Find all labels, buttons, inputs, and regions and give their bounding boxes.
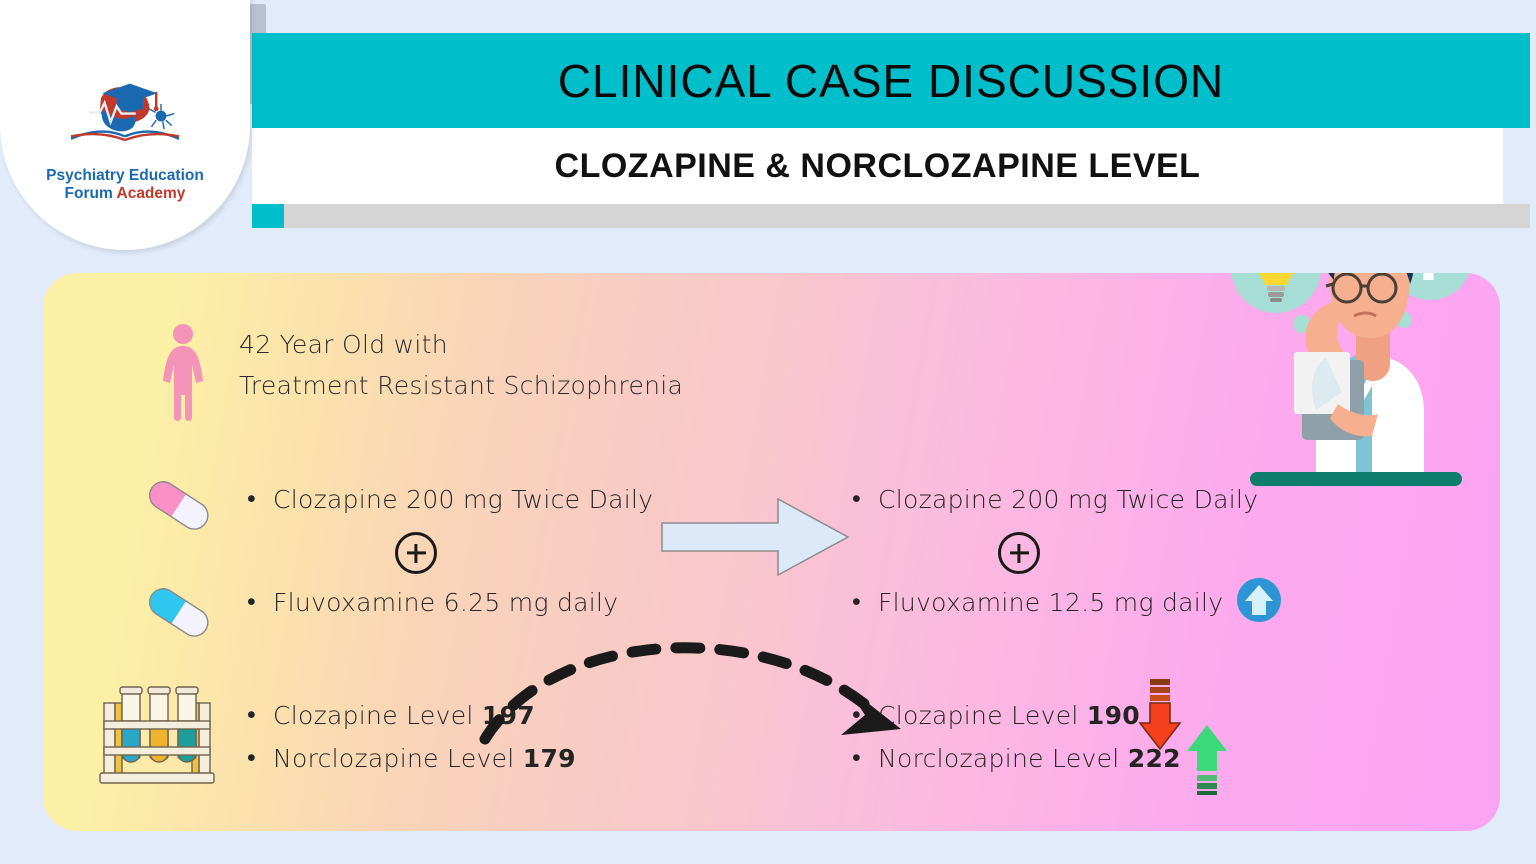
blue-circle-up-arrow-icon (1237, 578, 1281, 622)
lab-label: Norclozapine Level (273, 744, 523, 773)
list-item: Fluvoxamine 12.5 mg daily (848, 587, 1258, 617)
blue-capsule-icon (149, 588, 209, 637)
header-gray-bar (284, 204, 1530, 228)
lab-label: Clozapine Level (878, 701, 1087, 730)
right-block-arrow-icon (661, 497, 850, 577)
before-lab-list: Clozapine Level 197 Norclozapine Level 1… (243, 700, 576, 773)
page-title: CLINICAL CASE DISCUSSION (557, 54, 1225, 107)
list-item: Norclozapine Level 179 (243, 743, 576, 773)
list-item: Clozapine Level 197 (243, 700, 576, 730)
dashed-curved-arrow-icon (479, 642, 901, 745)
lab-value: 190 (1086, 701, 1140, 730)
test-tube-rack-icon (99, 686, 215, 784)
list-item: Clozapine Level 190 (848, 700, 1181, 730)
patient-summary: 42 Year Old with Treatment Resistant Sch… (239, 325, 683, 406)
green-up-arrow-icon (1187, 725, 1227, 795)
plus-icon-after (998, 532, 1040, 574)
svg-text:?: ? (1408, 273, 1452, 296)
list-item: Clozapine 200 mg Twice Daily (243, 484, 653, 514)
thinking-doctor-illustration-icon: ? (1231, 273, 1470, 486)
header-teal-foot (252, 204, 284, 228)
patient-age-line: 42 Year Old with (239, 330, 448, 359)
graduation-cap-brain-book-logo-icon (70, 83, 180, 142)
list-item: Fluvoxamine 6.25 mg daily (243, 587, 653, 617)
list-item: Clozapine 200 mg Twice Daily (848, 484, 1258, 514)
plus-icon-before (395, 532, 437, 574)
logo-line-2-forum: Forum (64, 184, 117, 202)
lab-value: 222 (1127, 744, 1181, 773)
after-lab-list: Clozapine Level 190 Norclozapine Level 2… (848, 700, 1181, 773)
header-white-bar (252, 128, 1503, 204)
lab-label: Clozapine Level (273, 701, 482, 730)
lightbulb-icon (1258, 273, 1294, 302)
header-teal-bar (252, 33, 1530, 128)
before-medication-list: Clozapine 200 mg Twice Daily Fluvoxamine… (243, 484, 653, 617)
page-subtitle: CLOZAPINE & NORCLOZAPINE LEVEL (554, 146, 1201, 185)
red-down-arrow-icon (1138, 679, 1182, 751)
female-patient-icon (163, 324, 203, 421)
logo-badge: Psychiatry Education Forum Academy (0, 0, 250, 250)
case-content-card: 42 Year Old with Treatment Resistant Sch… (43, 273, 1500, 831)
lab-value: 179 (522, 744, 576, 773)
after-medication-list: Clozapine 200 mg Twice Daily Fluvoxamine… (848, 484, 1258, 617)
list-item: Norclozapine Level 222 (848, 743, 1181, 773)
pink-capsule-icon (149, 481, 209, 530)
lab-label: Norclozapine Level (878, 744, 1128, 773)
logo-line-1: Psychiatry Education (46, 167, 204, 185)
logo-line-2-academy: Academy (116, 184, 186, 202)
patient-diagnosis-line: Treatment Resistant Schizophrenia (239, 370, 684, 400)
